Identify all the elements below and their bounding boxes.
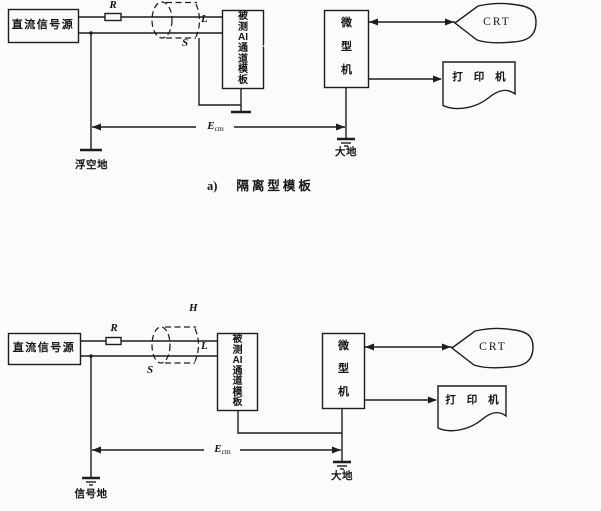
shield-l-label: L [201,340,208,352]
bus-double-arrow [259,352,319,388]
diagram-a-graphics [7,1,537,152]
diagram-b-graphics [7,326,534,486]
shield-s-label: S [182,37,189,49]
computer-box [321,332,366,410]
dc-source-label: 直流信号源 [11,19,75,32]
computer-label: 微 型 机 [341,17,352,76]
caption-a-index: a) [207,179,218,193]
arrowhead-to-crt [445,18,454,26]
shield-h-label: H [189,302,198,314]
dc-source-box [7,332,82,366]
caption-a: a) 隔离型模板 [207,179,314,194]
resistor-symbol [104,12,122,22]
ecm-label: Ecm [207,120,224,133]
signal-ground-symbol [82,476,100,486]
ai-module-label: 被 测 AI 通 道 模 板 [232,334,243,408]
earth-ground-symbol [337,137,355,147]
printer-label: 打 印 机 [452,71,506,83]
ecm-arrowhead-left [92,446,101,454]
ai-module-label: 被 测 AI 通 道 模 板 [238,11,248,86]
earth-ground-symbol [333,460,351,470]
signal-ground-label: 信号地 [74,488,108,500]
shield-ellipse [151,1,173,39]
shield-right-arc [194,328,200,362]
printer-shape [437,385,507,432]
earth-label: 大地 [331,470,353,482]
floating-ground-label: 浮空地 [75,159,108,171]
resistor-symbol [105,336,122,346]
ecm-arrowhead-left [92,123,101,131]
arrowhead-to-printer [433,75,442,83]
caption-a-title: 隔离型模板 [236,179,314,193]
bus-double-arrow [263,28,321,64]
ai-module-box [221,9,265,90]
arrowhead-to-crt [442,343,451,351]
shield-ground-route [198,38,241,106]
crt-label: CRT [483,16,511,28]
shield-ellipse [151,326,171,364]
earth-label: 大地 [335,146,357,158]
shield-s-label: S [147,364,154,376]
shield-right-arc [195,3,201,38]
crt-label: CRT [479,341,507,353]
printer-label: 打 印 机 [445,394,499,406]
resistor-label: R [109,0,117,11]
dc-source-label: 直流信号源 [12,342,76,355]
module-ground-route [237,410,342,434]
resistor-label: R [110,322,118,334]
ecm-arrowhead-right [332,446,341,454]
dc-source-box [7,8,80,44]
shield-l-label: L [201,13,208,25]
computer-label: 微 型 机 [338,340,349,398]
crt-shape [453,2,537,44]
ecm-arrowhead-right [336,123,345,131]
arrowhead-to-printer [428,396,437,404]
cable-shield [151,1,201,39]
ecm-label: Ecm [214,443,231,456]
cable-shield [151,326,200,364]
printer-shape [442,61,516,110]
crt-shape [450,327,534,369]
arrowhead-to-computer [365,343,374,351]
arrowhead-to-computer [369,18,378,26]
